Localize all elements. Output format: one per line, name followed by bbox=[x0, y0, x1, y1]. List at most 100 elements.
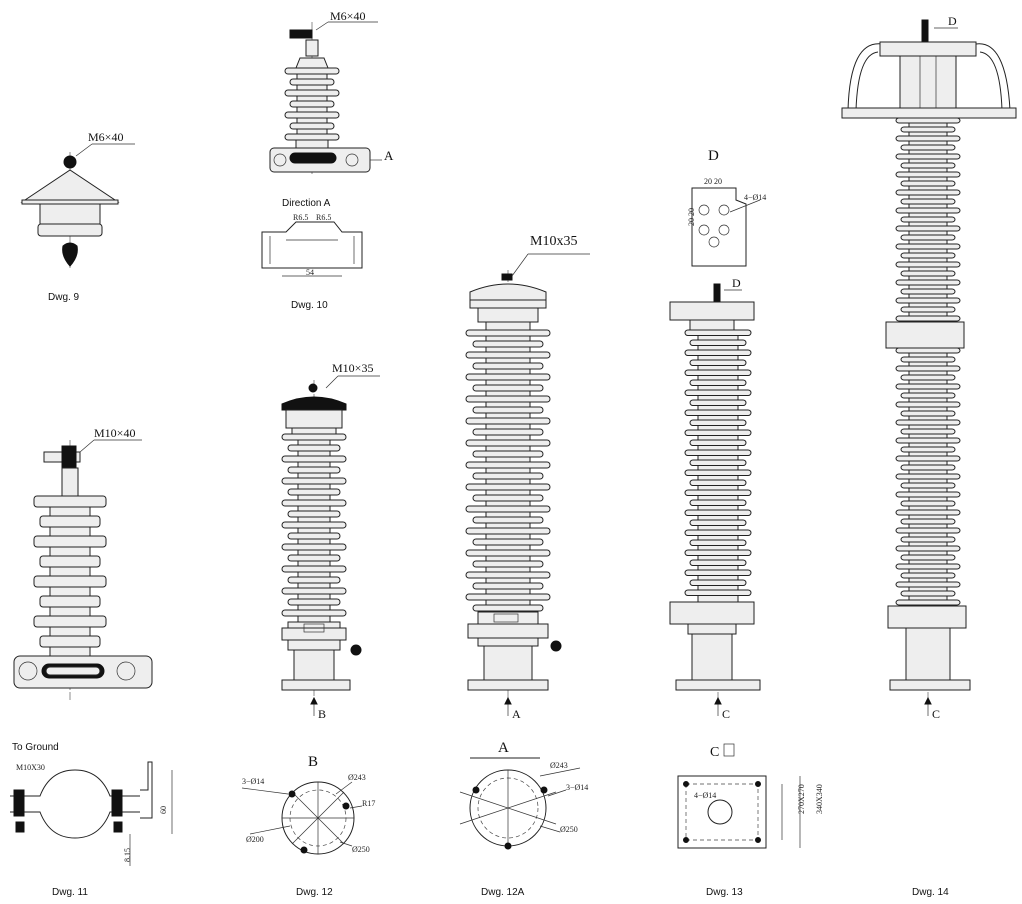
dwg12a-view-arrow: A bbox=[512, 707, 521, 721]
insulator-shed bbox=[289, 100, 335, 108]
dwg11-caption: Dwg. 11 bbox=[52, 887, 88, 898]
insulator-shed bbox=[900, 356, 956, 363]
dwg13-caption: Dwg. 13 bbox=[706, 887, 743, 898]
insulator-shed bbox=[900, 162, 956, 169]
insulator-shed bbox=[287, 532, 341, 540]
insulator-shed bbox=[284, 111, 340, 119]
insulator-shed bbox=[465, 395, 551, 403]
insulator-shed bbox=[895, 401, 961, 408]
dwg13-arrester: D 20 20 20 20 4−Ø14 D C C 4−Ø14 2 bbox=[669, 148, 824, 898]
insulator-shed bbox=[900, 180, 956, 187]
insulator-shed bbox=[284, 67, 340, 75]
dwg13-dim-outer: 340X340 bbox=[815, 784, 824, 814]
insulator-shed bbox=[895, 599, 961, 606]
dwg12-view-arrow: B bbox=[318, 707, 326, 721]
insulator-shed bbox=[900, 518, 956, 525]
insulator-shed bbox=[472, 516, 544, 524]
dwg13-dim-chole: 4−Ø14 bbox=[694, 791, 716, 800]
insulator-shed bbox=[895, 171, 961, 178]
dwg13-view-arrow: C bbox=[722, 707, 730, 721]
insulator-shed bbox=[284, 133, 340, 141]
insulator-shed bbox=[900, 464, 956, 471]
dwg10-arrester: A M6×40 Direction A R6.5 R6.5 54 Dwg. 10 bbox=[261, 9, 394, 311]
insulator-shed bbox=[689, 399, 747, 406]
insulator-shed bbox=[900, 252, 956, 259]
dwg13-d-title: D bbox=[708, 148, 719, 164]
dwg12-dim-holes: 3−Ø14 bbox=[242, 777, 264, 786]
dwg9-caption: Dwg. 9 bbox=[48, 292, 80, 303]
insulator-shed bbox=[472, 450, 544, 458]
dwg9-bolt-label: M6×40 bbox=[88, 130, 123, 144]
insulator-shed bbox=[684, 549, 752, 556]
insulator-shed bbox=[284, 89, 340, 97]
dwg12-dim-outer: Ø243 bbox=[348, 773, 366, 782]
insulator-shed bbox=[895, 527, 961, 534]
insulator-shed bbox=[472, 560, 544, 568]
insulator-shed bbox=[472, 406, 544, 414]
dwg11-ground-label: To Ground bbox=[12, 742, 59, 753]
insulator-shed bbox=[281, 499, 347, 507]
insulator-shed bbox=[472, 582, 544, 590]
insulator-shed bbox=[684, 489, 752, 496]
terminal-nut-icon bbox=[63, 155, 77, 169]
dwg12-caption: Dwg. 12 bbox=[296, 887, 333, 898]
insulator-shed bbox=[895, 347, 961, 354]
insulator-shed bbox=[684, 389, 752, 396]
insulator-core bbox=[485, 329, 531, 613]
insulator-shed bbox=[895, 563, 961, 570]
insulator-shed bbox=[472, 538, 544, 546]
dwg13-dim-dholes: 4−Ø14 bbox=[744, 193, 766, 202]
insulator-shed bbox=[895, 153, 961, 160]
insulator-shed bbox=[900, 590, 956, 597]
insulator-shed bbox=[684, 509, 752, 516]
insulator-shed bbox=[689, 379, 747, 386]
insulator-shed bbox=[900, 216, 956, 223]
dwg12a-view-title: A bbox=[498, 740, 509, 756]
dwg9-arrester: M6×40 Dwg. 9 bbox=[20, 130, 135, 303]
dwg11-dim-h: 60 bbox=[159, 806, 168, 814]
insulator-shed bbox=[465, 439, 551, 447]
dwg10-dim-2: R6.5 bbox=[316, 213, 331, 222]
insulator-shed bbox=[689, 459, 747, 466]
dwg14-d-arrow: D bbox=[948, 14, 957, 28]
insulator-shed bbox=[39, 635, 101, 648]
insulator-shed bbox=[281, 433, 347, 441]
dwg10-direction-label: Direction A bbox=[282, 198, 331, 209]
insulator-shed bbox=[895, 297, 961, 304]
insulator-shed bbox=[900, 374, 956, 381]
insulator-shed bbox=[465, 571, 551, 579]
insulator-shed bbox=[465, 351, 551, 359]
insulator-shed bbox=[472, 428, 544, 436]
dwg14-view-arrow: C bbox=[932, 707, 940, 721]
insulator-shed bbox=[900, 428, 956, 435]
insulator-shed bbox=[287, 554, 341, 562]
insulator-shed bbox=[895, 189, 961, 196]
insulator-shed bbox=[281, 609, 347, 617]
dwg13-view-title: C bbox=[710, 745, 719, 760]
insulator-shed bbox=[895, 437, 961, 444]
insulator-shed bbox=[689, 519, 747, 526]
insulator-shed bbox=[472, 340, 544, 348]
insulator-shed bbox=[895, 279, 961, 286]
insulator-shed bbox=[281, 587, 347, 595]
insulator-shed bbox=[900, 198, 956, 205]
insulator-shed bbox=[684, 569, 752, 576]
insulator-shed bbox=[465, 461, 551, 469]
dwg13-dim-dtop: 20 20 bbox=[704, 177, 722, 186]
insulator-shed bbox=[895, 135, 961, 142]
insulator-shed bbox=[895, 455, 961, 462]
insulator-shed bbox=[689, 439, 747, 446]
dwg12-dim-base: Ø250 bbox=[352, 845, 370, 854]
insulator-shed bbox=[472, 362, 544, 370]
insulator-shed bbox=[684, 429, 752, 436]
dwg10-bolt-label: M6×40 bbox=[330, 9, 365, 23]
dwg10-view-arrow-label: A bbox=[384, 148, 394, 163]
insulator-shed bbox=[689, 359, 747, 366]
insulator-shed bbox=[895, 473, 961, 480]
dwg11-arrester: M10×40 To Ground M10X30 60 8.15 Dwg. 11 bbox=[10, 426, 173, 898]
insulator-shed bbox=[895, 243, 961, 250]
dwg13-dim-dside: 20 20 bbox=[687, 208, 696, 226]
dwg12-dim-r: R17 bbox=[362, 799, 375, 808]
insulator-shed bbox=[33, 535, 107, 548]
